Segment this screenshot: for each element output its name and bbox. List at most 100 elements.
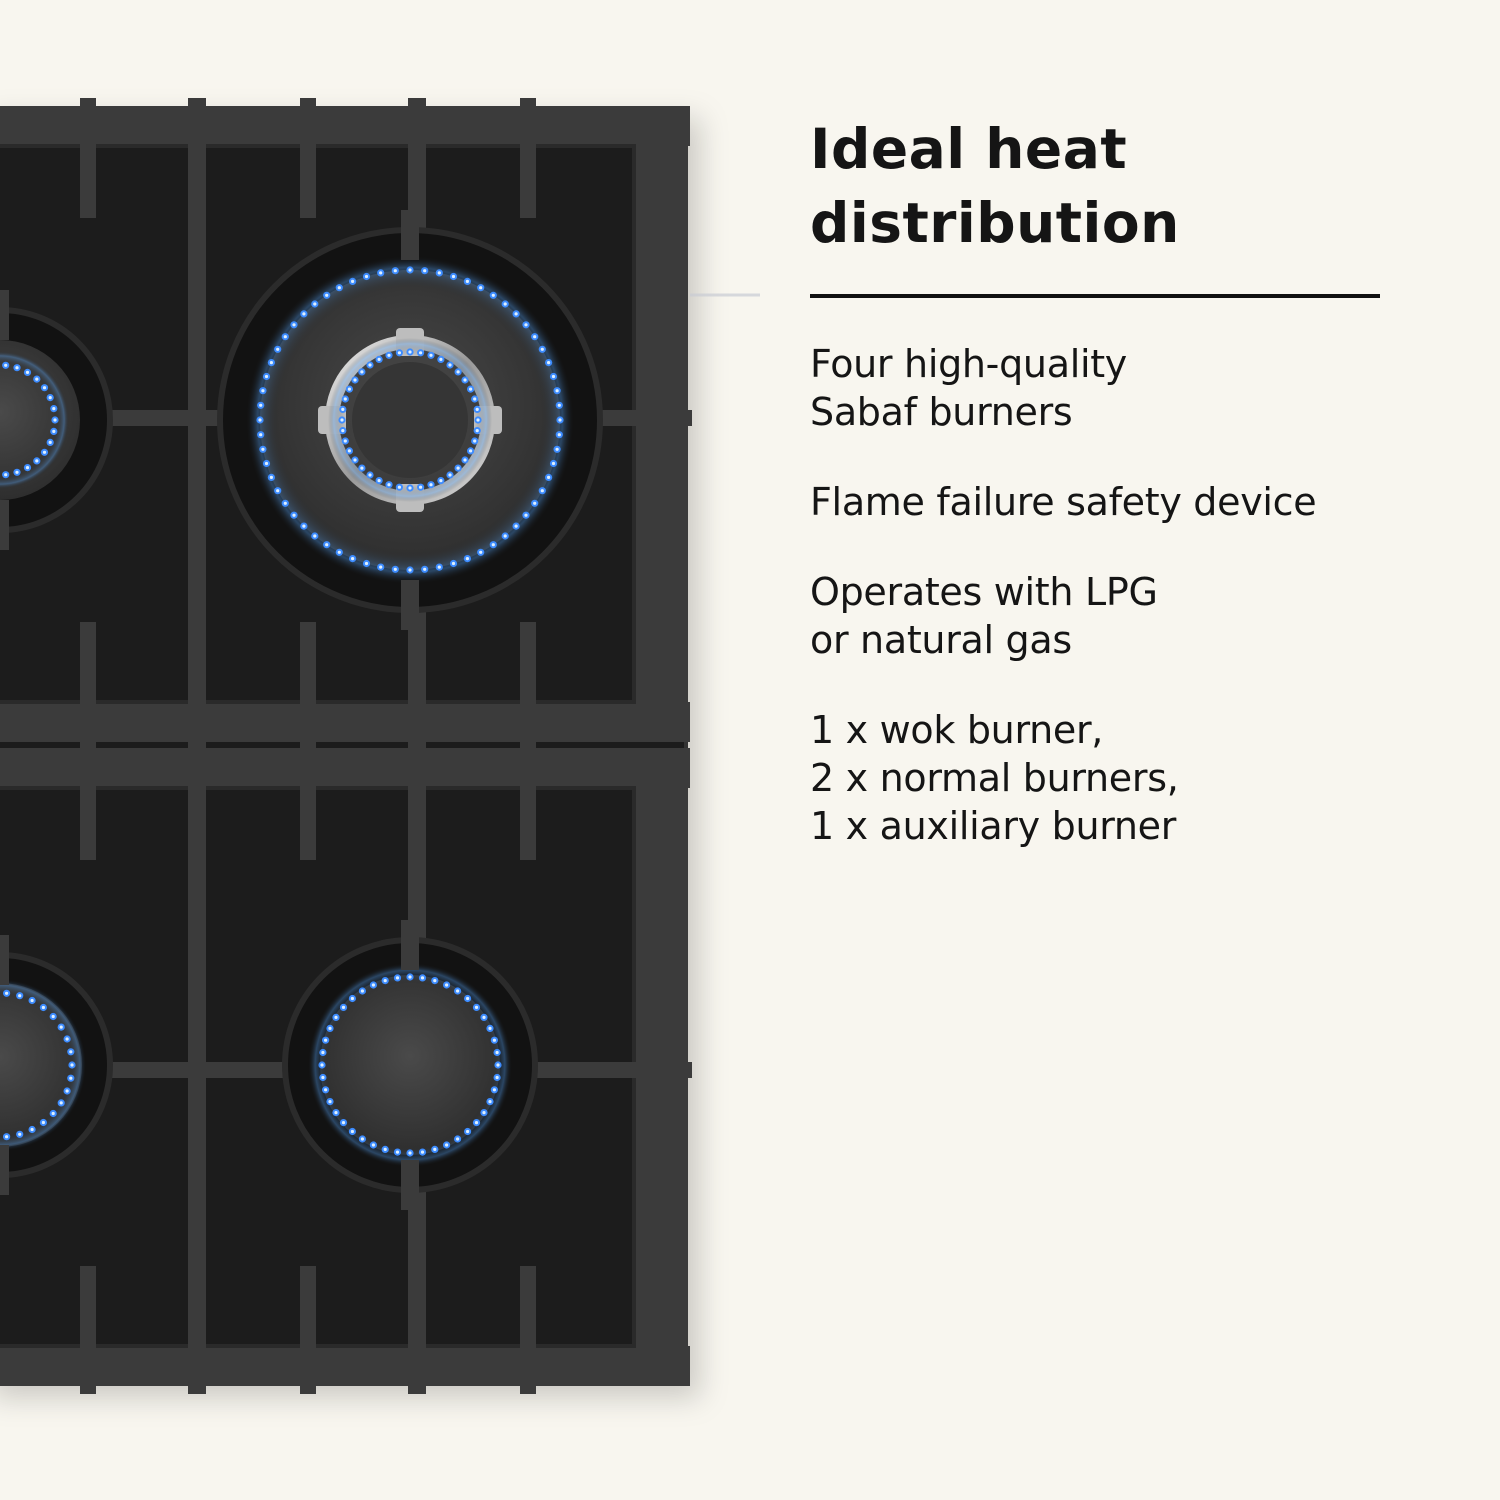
flame-core <box>351 557 355 561</box>
flame-core <box>30 998 34 1003</box>
flame-core <box>474 1121 479 1125</box>
feature-line: or natural gas <box>810 618 1072 662</box>
flame-core <box>4 473 8 477</box>
flame-core <box>276 347 280 351</box>
flame-core <box>341 1005 346 1010</box>
grate-finger <box>401 1160 419 1210</box>
flame-core <box>448 363 452 367</box>
flame-core <box>387 483 391 487</box>
flame-core <box>408 975 412 979</box>
flame-core <box>283 501 287 505</box>
hob-edge-highlight <box>684 106 688 1386</box>
flame-core <box>321 1050 325 1055</box>
flame-core <box>533 501 537 505</box>
flame-core <box>408 486 412 490</box>
flame-core <box>551 461 556 466</box>
flame-core <box>514 524 518 528</box>
flame-core <box>360 466 364 470</box>
flame-core <box>320 1063 324 1067</box>
flame-core <box>557 403 561 407</box>
flame-core <box>420 976 425 980</box>
flame-core <box>439 479 443 483</box>
flame-core <box>423 269 427 273</box>
burner-auxiliary <box>282 920 538 1210</box>
flame-core <box>324 1038 328 1042</box>
flame-core <box>419 351 423 355</box>
flame-core <box>313 302 317 306</box>
flame-core <box>488 1100 492 1104</box>
flame-core <box>491 543 495 547</box>
flame-core <box>473 439 477 443</box>
flame-core <box>48 440 52 444</box>
burner-normal <box>0 935 113 1195</box>
flame-core <box>340 418 344 422</box>
flame-core <box>491 293 495 297</box>
flame-core <box>474 1005 479 1010</box>
feature-line: 2 x normal burners, <box>810 756 1179 800</box>
flame-core <box>30 1127 34 1132</box>
flame-core <box>347 449 351 453</box>
flame-core <box>551 374 556 379</box>
flame-core <box>324 1088 328 1092</box>
flame-core <box>347 387 351 391</box>
flame-core <box>321 1075 325 1080</box>
grate-finger <box>520 98 536 218</box>
grate-bar <box>0 1346 690 1386</box>
flame-core <box>397 485 401 489</box>
flame-core <box>456 466 460 470</box>
flame-core <box>343 439 347 443</box>
flame-core <box>343 397 347 401</box>
flame-core <box>5 991 9 995</box>
flame-glow <box>308 963 512 1167</box>
flame-core <box>351 279 355 283</box>
flame-core <box>283 335 287 339</box>
feature-line: 1 x auxiliary burner <box>810 804 1177 848</box>
flame-core <box>325 543 329 547</box>
flame-core <box>328 1100 332 1104</box>
flame-core <box>383 1147 387 1151</box>
flame-core <box>451 561 456 566</box>
grate-finger <box>80 740 96 860</box>
flame-core <box>302 524 306 528</box>
flame-core <box>408 350 412 354</box>
grate-finger <box>80 1266 96 1394</box>
flame-core <box>264 374 269 379</box>
flame-core <box>496 1063 500 1067</box>
flame-core <box>479 550 483 554</box>
flame-core <box>353 458 357 462</box>
feature-burner-config: 1 x wok burner, 2 x normal burners, 1 x … <box>810 706 1430 850</box>
flame-core <box>419 485 423 489</box>
flame-core <box>65 1089 69 1093</box>
flame-core <box>52 407 56 411</box>
flame-glow <box>0 351 69 489</box>
flame-core <box>35 459 39 463</box>
flame-core <box>466 996 470 1001</box>
grate-finger <box>80 622 96 750</box>
flame-core <box>25 370 30 374</box>
grate-bar <box>0 702 690 742</box>
grate-bar <box>0 748 690 788</box>
flame-core <box>70 1063 74 1067</box>
burners <box>0 210 603 1210</box>
flame-core <box>259 403 263 407</box>
flame-core <box>353 378 357 382</box>
grate-finger <box>401 210 419 260</box>
grate-finger <box>300 1266 316 1394</box>
flame-core <box>371 983 375 987</box>
flame-core <box>69 1050 73 1054</box>
flame-core <box>540 489 544 493</box>
feature-line: Operates with LPG <box>810 570 1158 614</box>
flame-core <box>25 466 30 470</box>
flame-core <box>379 565 383 569</box>
flame-glow <box>0 979 86 1151</box>
flame-core <box>334 1015 338 1020</box>
flame-core <box>313 534 317 538</box>
flame-core <box>463 458 467 462</box>
flame-core <box>360 989 364 993</box>
grate-finger <box>520 740 536 860</box>
flame-core <box>51 1111 55 1116</box>
flame-core <box>393 269 397 273</box>
flame-core <box>437 271 441 275</box>
flame-core <box>408 268 412 272</box>
feature-line: Four high-quality <box>810 342 1127 386</box>
